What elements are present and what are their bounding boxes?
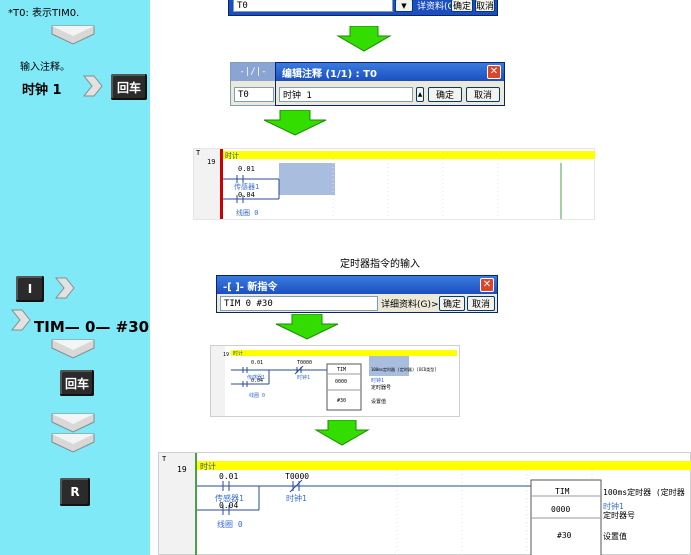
- timer-box-title: TIM: [555, 487, 570, 496]
- contact3-address: 0.04: [251, 378, 264, 384]
- contact-address[interactable]: T0: [234, 87, 274, 102]
- contact1-address: 0.01: [251, 360, 264, 366]
- set-value-label: 设置值: [371, 399, 387, 405]
- enter-key-2: 回车: [60, 370, 94, 396]
- close-icon[interactable]: ✕: [480, 278, 494, 292]
- timer-box-set: #30: [337, 398, 347, 404]
- instruction-sidebar: *T0: 表示TIM0. 输入注释。 时钟 1 回车 I TIM— 0— #30…: [0, 0, 150, 555]
- contact1-address: 0.01: [219, 472, 239, 481]
- tim-instruction-text: TIM— 0— #30: [34, 318, 150, 336]
- contact2-address: T0000: [297, 360, 313, 366]
- timer-number-label: 定时器号: [603, 511, 635, 520]
- cancel-button[interactable]: 取消: [467, 296, 495, 311]
- dropdown-arrow-icon[interactable]: ▼: [395, 0, 413, 12]
- close-icon[interactable]: ✕: [487, 65, 501, 79]
- chevron-down-icon: [51, 413, 95, 433]
- gutter-mark: T: [196, 149, 201, 157]
- cancel-button[interactable]: 取消: [466, 87, 500, 102]
- timer-comment: 时钟1: [603, 502, 624, 511]
- ladder-view-1: T 19 时计 0.01 传感器1 0.04 线圈 0: [193, 148, 595, 220]
- chevron-down-icon: [51, 339, 95, 359]
- down-arrow-icon: [336, 26, 392, 52]
- chevron-down-icon: [51, 433, 95, 453]
- contact2-address: 0.04: [238, 191, 255, 199]
- down-arrow-icon: [314, 420, 370, 446]
- cursor-cell[interactable]: [279, 163, 335, 195]
- timer-caption: 定时器指令的输入: [340, 259, 420, 270]
- rung-gutter: [211, 346, 225, 416]
- ladder-view-3: T 19 时计 0.01 传感器1 T0000 时钟1 0.04 线圈 0 TI…: [158, 452, 691, 555]
- address-input[interactable]: T0: [233, 0, 393, 12]
- gutter-mark: T: [162, 455, 167, 463]
- cancel-button[interactable]: 取消: [475, 0, 495, 12]
- timer-desc: 100ms定时器 (定时器) [BCD类型]: [371, 367, 437, 372]
- rung-comment: 时计: [233, 351, 244, 357]
- ladder-lines-3: [197, 470, 602, 555]
- rung-comment: 时计: [200, 462, 216, 471]
- detail-link[interactable]: 详资料(G): [417, 1, 458, 12]
- left-rail: [195, 453, 197, 555]
- contact1-label: 传感器1: [247, 375, 266, 381]
- contact3-address: 0.04: [219, 501, 239, 510]
- contact3-label: 线圈 0: [217, 520, 243, 529]
- partial-dialog: T0 ▼ 详资料(G) 确定 取消: [228, 0, 498, 16]
- ladder-view-2: 19 时计 0.01 传感器1 T0000 时钟1 0.04 线圈 0 TIM …: [210, 345, 460, 417]
- rung-comment: 时计: [225, 152, 239, 160]
- spin-icon[interactable]: ▲: [416, 87, 424, 102]
- contact2-label: 时钟1: [286, 494, 307, 503]
- t0-note: *T0: 表示TIM0.: [8, 8, 80, 19]
- detail-link[interactable]: 详细资料(G)>>: [381, 300, 447, 310]
- cursor-cell[interactable]: [369, 356, 409, 376]
- timer-box-number: 0000: [551, 505, 571, 514]
- dialog-title: 编辑注释 (1/1) : T0 ✕: [276, 63, 504, 81]
- contact1-label: 传感器1: [234, 183, 260, 191]
- contact1-address: 0.01: [238, 165, 255, 173]
- rung-number: 19: [177, 465, 187, 474]
- r-key: R: [60, 478, 90, 506]
- timer-box-number: 0000: [335, 379, 348, 385]
- comment-bar: [223, 151, 595, 159]
- ladder-lines-1: [223, 159, 562, 219]
- rung-gutter: [194, 149, 222, 219]
- ok-button[interactable]: 确定: [451, 0, 473, 12]
- timer-number-label: 定时器号: [371, 385, 392, 391]
- timer-desc: 100ms定时器 (定时器: [603, 488, 685, 497]
- comment-input[interactable]: 时钟 1: [279, 87, 413, 102]
- down-arrow-icon: [263, 110, 327, 136]
- chevron-right-icon: [82, 75, 103, 97]
- dialog-title: -[ ]- 新指令 ✕: [217, 276, 497, 294]
- ladder-lines-2: [231, 363, 362, 411]
- clock-label: 时钟 1: [22, 83, 62, 98]
- timer-box-set: #30: [557, 531, 572, 540]
- chevron-right-icon: [10, 309, 31, 331]
- comment-bar: [231, 350, 457, 356]
- rung-number: 19: [207, 158, 216, 166]
- chevron-down-icon: [51, 25, 95, 45]
- enter-key: 回车: [111, 74, 147, 100]
- timer-comment: 时钟1: [371, 378, 385, 384]
- contact2-label: 线圈 0: [236, 209, 259, 217]
- down-arrow-icon: [275, 314, 339, 340]
- rung-number: 19: [223, 352, 230, 358]
- comment-bar: [197, 461, 691, 470]
- contact1-label: 传感器1: [215, 494, 244, 503]
- rung-gutter: [159, 453, 195, 554]
- ok-button[interactable]: 确定: [428, 87, 462, 102]
- contact2-label: 时钟1: [297, 375, 311, 381]
- timer-box-title: TIM: [337, 367, 347, 373]
- ladder-symbol-panel: -|/|- T0: [230, 62, 276, 106]
- set-value-label: 设置值: [603, 532, 627, 541]
- nc-contact-symbol: -|/|-: [231, 63, 275, 81]
- chevron-right-icon: [54, 277, 75, 299]
- ok-button[interactable]: 确定: [439, 296, 465, 311]
- edit-comment-dialog: 编辑注释 (1/1) : T0 ✕ 时钟 1 ▲ 确定 取消: [275, 62, 505, 106]
- contact3-label: 线圈 0: [249, 393, 266, 399]
- i-key: I: [16, 276, 44, 302]
- instruction-input[interactable]: TIM 0 #30: [220, 296, 378, 311]
- contact2-address: T0000: [285, 472, 310, 481]
- left-rail: [220, 149, 223, 219]
- new-instruction-dialog: -[ ]- 新指令 ✕ TIM 0 #30 详细资料(G)>> 确定 取消: [216, 275, 498, 313]
- enter-comment-text: 输入注释。: [20, 62, 70, 73]
